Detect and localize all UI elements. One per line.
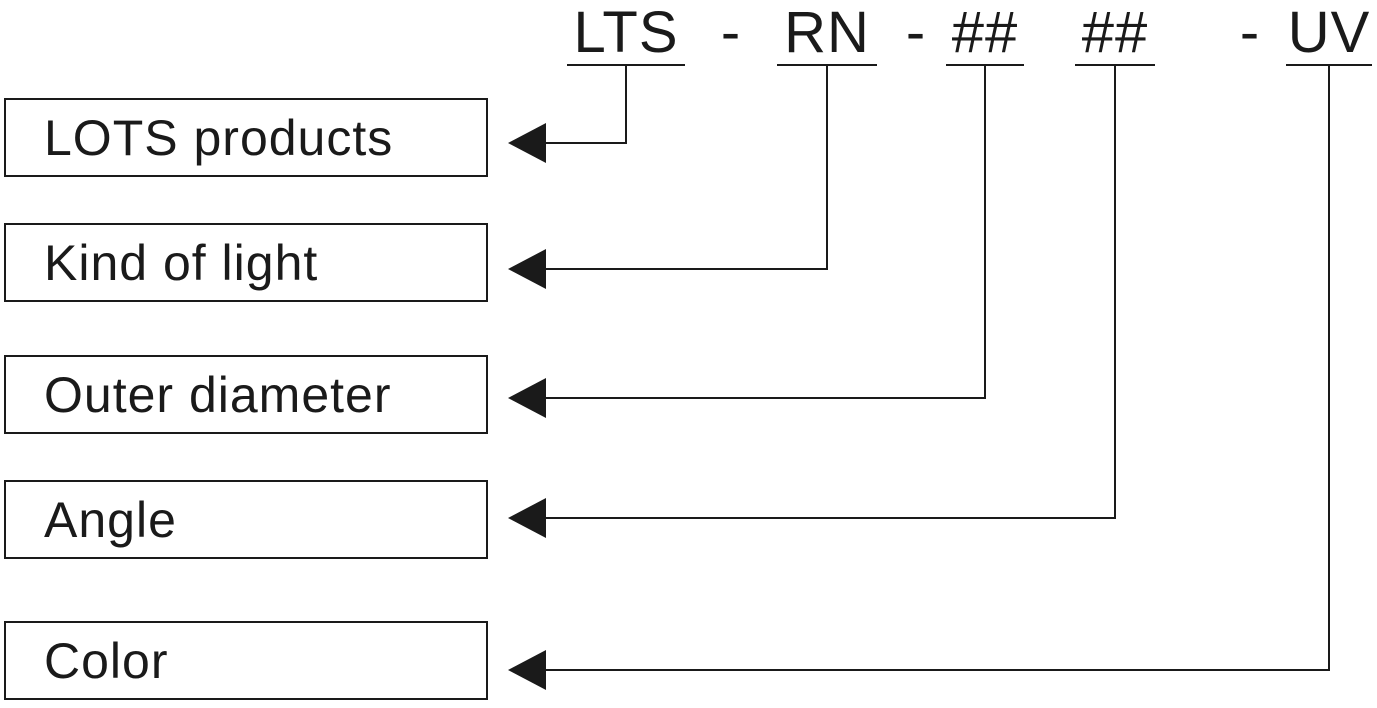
code-separator: - (1239, 0, 1261, 65)
label-box-lots-products: LOTS products (4, 98, 488, 177)
label-angle: Angle (44, 491, 177, 548)
code-separator: - (905, 0, 927, 65)
label-box-kind-of-light: Kind of light (4, 223, 488, 302)
label-box-angle: Angle (4, 480, 488, 559)
arrowhead-icon (508, 498, 546, 538)
label-outer-diameter: Outer diameter (44, 366, 392, 423)
connector-uv (540, 64, 1330, 671)
label-lots-products: LOTS products (44, 109, 394, 166)
arrowhead-icon (508, 249, 546, 289)
label-kind-of-light: Kind of light (44, 234, 319, 291)
connector-lts (540, 64, 627, 144)
arrowhead-icon (508, 123, 546, 163)
connector-outer-diameter (540, 64, 986, 399)
arrowhead-icon (508, 378, 546, 418)
connector-rn (540, 64, 828, 270)
connector-angle (540, 64, 1116, 519)
label-box-outer-diameter: Outer diameter (4, 355, 488, 434)
label-color: Color (44, 632, 169, 689)
code-segment-lts: LTS (567, 2, 685, 66)
arrowhead-icon (508, 650, 546, 690)
code-separator: - (720, 0, 742, 65)
code-segment-uv: UV (1286, 0, 1372, 66)
label-box-color: Color (4, 621, 488, 700)
